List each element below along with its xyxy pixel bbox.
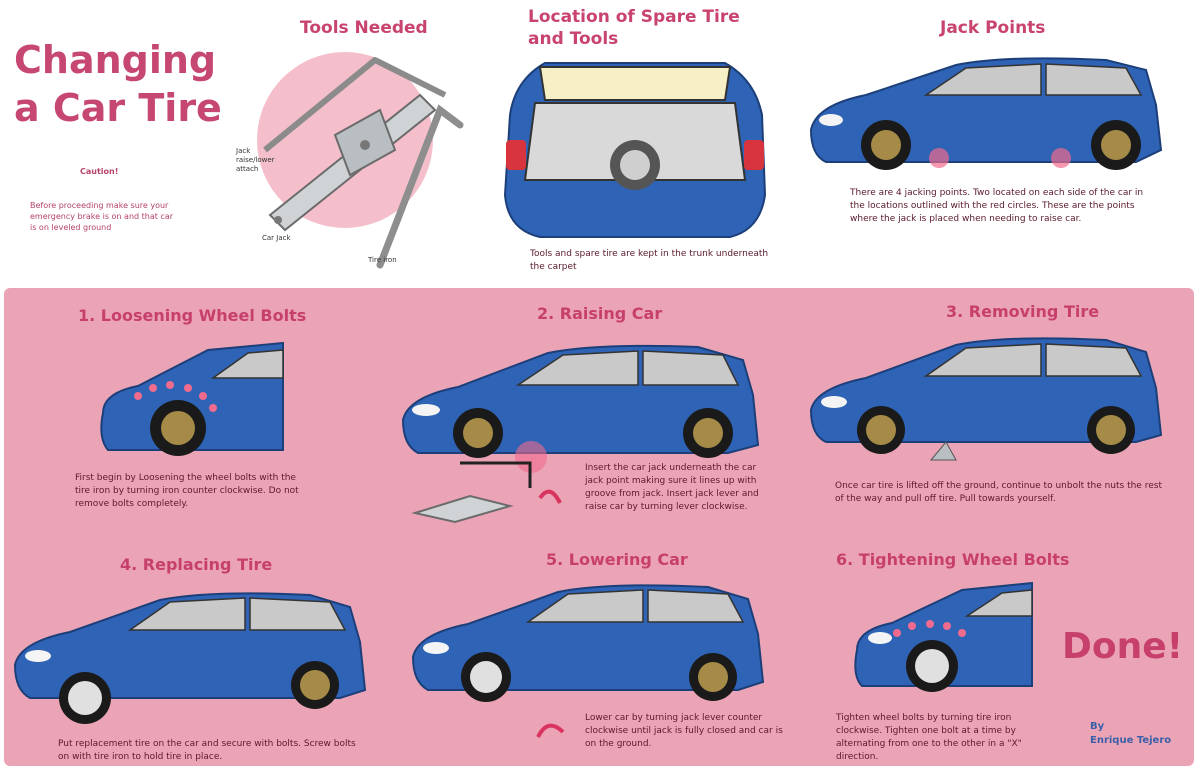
car-jack-label: Car Jack xyxy=(262,234,291,242)
step1-title: 1. Loosening Wheel Bolts xyxy=(78,306,307,325)
car-jack-icon xyxy=(411,494,514,524)
jack-points-title: Jack Points xyxy=(940,18,1046,38)
spare-title: Location of Spare Tire and Tools xyxy=(528,6,740,50)
step2-jack xyxy=(411,461,562,524)
jack-icon xyxy=(929,441,957,461)
tire-iron-label: Tire iron xyxy=(368,256,397,264)
step4-text: Put replacement tire on the car and secu… xyxy=(58,739,356,762)
jack-lever-icon xyxy=(263,57,447,153)
tools-title: Tools Needed xyxy=(300,18,428,38)
jack-attach-label: Jack raise/lower attach xyxy=(236,147,275,173)
byline-author: Enrique Tejero xyxy=(1090,735,1172,746)
step1-car xyxy=(100,341,284,456)
rear-window xyxy=(538,66,732,101)
car-jack-icon xyxy=(268,93,437,232)
tools-illustration xyxy=(257,52,464,269)
step5-car xyxy=(411,584,765,738)
main-title-line1: Changing xyxy=(14,38,217,82)
step4-title: 4. Replacing Tire xyxy=(120,555,273,574)
caution-title: Caution! xyxy=(80,167,119,176)
tire-iron-icon xyxy=(376,104,464,269)
spare-title-line2: and Tools xyxy=(528,29,619,49)
done-label: Done! xyxy=(1062,626,1184,667)
caution-text: Before proceeding make sure your emergen… xyxy=(30,201,174,232)
tail-light-right xyxy=(744,140,764,170)
rotate-arrow-icon xyxy=(538,489,562,504)
step5-text: Lower car by turning jack lever counter … xyxy=(585,713,783,749)
tail-light-left xyxy=(506,140,526,170)
spare-text: Tools and spare tire are kept in the tru… xyxy=(530,249,769,272)
step6-car xyxy=(854,581,1033,692)
step3-title: 3. Removing Tire xyxy=(946,302,1100,321)
step1-text: First begin by Loosening the wheel bolts… xyxy=(75,473,299,509)
jack-point-highlight xyxy=(515,441,547,473)
step2-text: Insert the car jack underneath the car j… xyxy=(585,463,759,512)
step2-car xyxy=(401,344,760,473)
bolt-path-dots xyxy=(134,381,217,412)
rotate-arrow-icon xyxy=(536,723,565,738)
step5-title: 5. Lowering Car xyxy=(546,550,688,569)
spare-title-line1: Location of Spare Tire xyxy=(528,7,740,27)
step3-car xyxy=(809,337,1163,461)
byline: By Enrique Tejero xyxy=(1090,720,1171,748)
step6-text: Tighten wheel bolts by turning tire iron… xyxy=(836,713,1022,762)
step3-text: Once car tire is lifted off the ground, … xyxy=(835,481,1162,504)
main-title-line2: a Car Tire xyxy=(14,86,222,130)
byline-by: By xyxy=(1090,721,1105,732)
main-title: Changing a Car Tire xyxy=(14,36,222,132)
jack-point-rear-marker xyxy=(1051,148,1071,168)
jack-points-car xyxy=(809,57,1163,170)
jack-point-front-marker xyxy=(929,148,949,168)
trunk-illustration xyxy=(503,62,767,238)
step4-car xyxy=(13,592,367,724)
bolt-path-dots xyxy=(893,620,966,637)
jack-points-text: There are 4 jacking points. Two located … xyxy=(850,188,1144,224)
step6-title: 6. Tightening Wheel Bolts xyxy=(836,550,1070,569)
step2-title: 2. Raising Car xyxy=(537,304,663,323)
